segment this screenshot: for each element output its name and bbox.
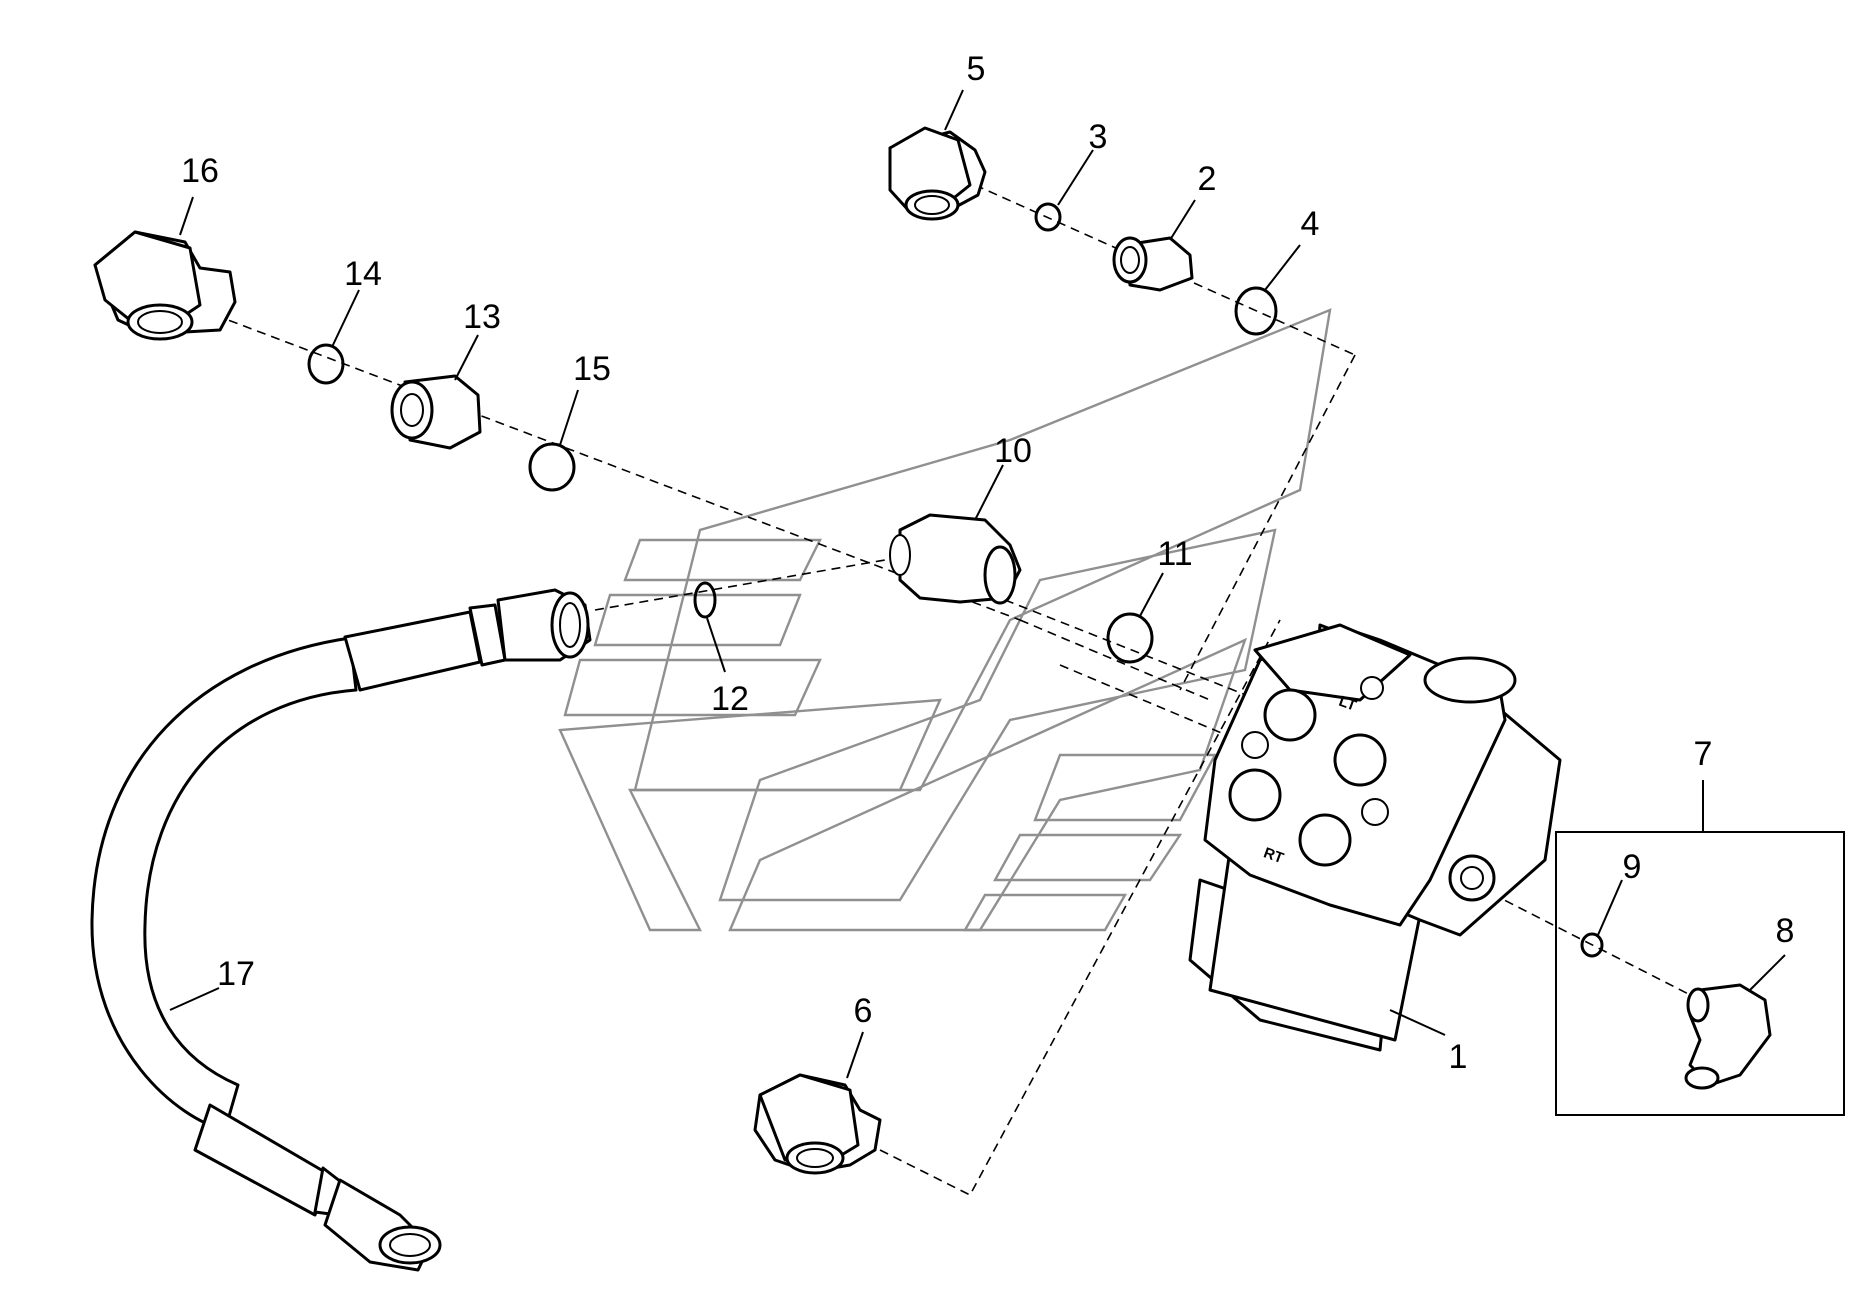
callout-13: 13 xyxy=(463,298,501,336)
callout-1: 1 xyxy=(1449,1038,1468,1076)
callout-16: 16 xyxy=(181,152,219,190)
kit-box-7 xyxy=(1555,780,1845,1116)
o-ring-4 xyxy=(1234,286,1278,336)
o-ring-12 xyxy=(693,581,717,619)
callout-12: 12 xyxy=(711,680,749,718)
elbow-fitting-16 xyxy=(93,230,237,341)
adapter-fitting-2 xyxy=(1112,236,1194,292)
callout-6: 6 xyxy=(854,992,873,1030)
hose-assembly-17 xyxy=(90,588,592,1272)
o-ring-9 xyxy=(1580,932,1604,958)
o-ring-3 xyxy=(1034,202,1062,232)
callout-15: 15 xyxy=(573,350,611,388)
o-ring-15 xyxy=(528,442,576,492)
callout-10: 10 xyxy=(994,432,1032,470)
callout-7: 7 xyxy=(1694,735,1713,773)
callout-9: 9 xyxy=(1623,848,1642,886)
callout-8: 8 xyxy=(1776,912,1795,950)
elbow-fitting-5 xyxy=(888,126,987,221)
port-label-lt: LT xyxy=(1337,693,1359,715)
callout-14: 14 xyxy=(344,255,382,293)
callout-5: 5 xyxy=(967,50,986,88)
adapter-fitting-13 xyxy=(390,374,482,450)
port-label-rt: RT xyxy=(1261,844,1286,867)
steering-control-unit-1: LT RT xyxy=(1188,623,1562,1052)
callout-3: 3 xyxy=(1089,118,1108,156)
callout-4: 4 xyxy=(1301,205,1320,243)
elbow-fitting-8 xyxy=(1684,983,1772,1090)
watermark-logo xyxy=(558,308,1332,932)
leader-lines xyxy=(169,89,1786,1079)
callouts: 1 2 3 4 5 6 7 8 9 10 11 12 13 14 15 16 1… xyxy=(181,50,1794,1076)
o-ring-14 xyxy=(307,343,345,385)
elbow-fitting-10 xyxy=(889,513,1022,605)
callout-2: 2 xyxy=(1198,160,1217,198)
callout-17: 17 xyxy=(217,955,255,993)
o-ring-11 xyxy=(1106,612,1154,664)
elbow-fitting-6 xyxy=(753,1073,882,1175)
callout-11: 11 xyxy=(1157,535,1192,573)
